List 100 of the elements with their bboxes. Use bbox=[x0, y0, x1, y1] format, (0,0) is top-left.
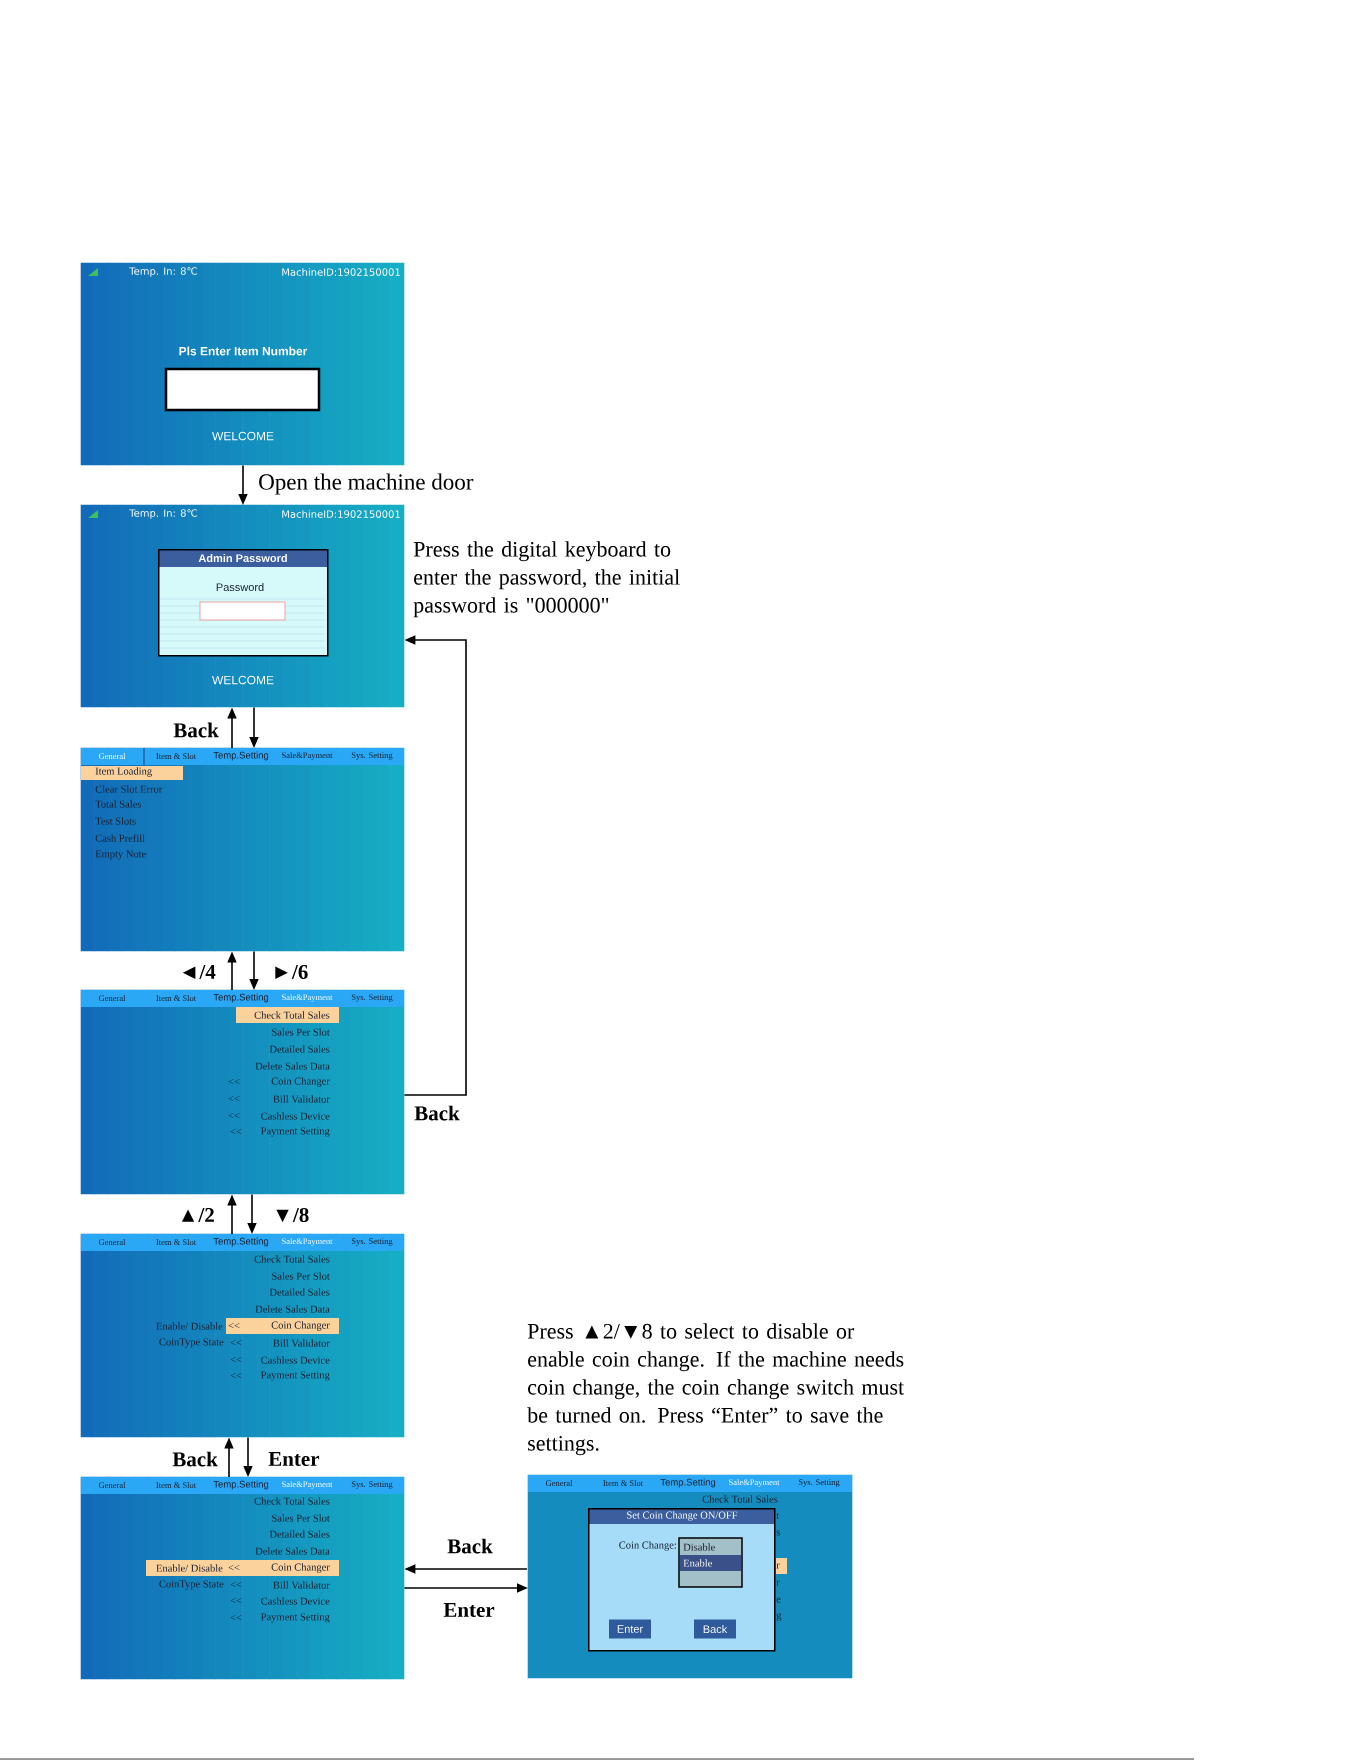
menu-item: Sales Per Slot bbox=[272, 1514, 330, 1522]
note-text: Press ▲2/▼8 to select to disable or enable coin change. If the machine needs coin change, the coin change switch must be turned on. Press “Enter” to save the settings. bbox=[527, 1323, 905, 1456]
submenu-marker: << bbox=[230, 1357, 242, 1363]
note-text: Press the digital keyboard to enter the password, the initial password is "000000" bbox=[413, 541, 680, 618]
menu-item: Coin Changer bbox=[271, 1077, 330, 1087]
edge-label: ▼/8 bbox=[276, 1207, 309, 1223]
menu-item: Cashless Device bbox=[261, 1597, 330, 1605]
tab-label: General bbox=[545, 1480, 573, 1486]
menu-item: Delete Sales Data bbox=[255, 1547, 330, 1555]
status-text: Temp. In: 8℃ bbox=[129, 267, 198, 277]
partial-menu-text: e bbox=[776, 1597, 781, 1603]
menu-item: Detailed Sales bbox=[269, 1530, 330, 1538]
menu-item: Coin Changer bbox=[271, 1563, 330, 1573]
list-option: Enable bbox=[683, 1559, 712, 1567]
dialog-title: Admin Password bbox=[198, 553, 287, 563]
edge-label: Enter bbox=[268, 1452, 320, 1466]
prompt-text: Pls Enter Item Number bbox=[179, 346, 308, 356]
edge-label: Open the machine door bbox=[259, 473, 474, 495]
partial-menu-text: s bbox=[776, 1530, 780, 1536]
tab-label: Item & Slot bbox=[156, 753, 196, 759]
tab-label: Sys. Setting bbox=[351, 1481, 393, 1489]
menu-item: Check Total Sales bbox=[254, 1255, 330, 1263]
tab-label: Item & Slot bbox=[156, 1239, 196, 1245]
welcome-text: WELCOME bbox=[212, 431, 274, 441]
menu-item: Test Slots bbox=[95, 817, 136, 825]
tab-label: Temp.Setting bbox=[660, 1478, 716, 1488]
status-text: MachineID:1902150001 bbox=[282, 510, 400, 518]
edge-label: ▲/2 bbox=[181, 1207, 214, 1223]
tab-label: Temp.Setting bbox=[213, 1237, 269, 1247]
edge-label: Enter bbox=[443, 1603, 495, 1617]
partial-menu-text: r bbox=[776, 1563, 780, 1569]
arrow bbox=[403, 635, 467, 1096]
submenu-marker: << bbox=[230, 1129, 242, 1135]
edge-label: Back bbox=[414, 1105, 460, 1121]
menu-item: Cashless Device bbox=[261, 1112, 330, 1120]
partial-menu-text: r bbox=[776, 1580, 780, 1586]
list-option: Disable bbox=[683, 1543, 715, 1551]
tab-label: Sale&Payment bbox=[282, 1238, 333, 1246]
partial-menu-text: g bbox=[776, 1613, 782, 1621]
edge-label: ◄/4 bbox=[182, 964, 216, 980]
menu-item: Bill Validator bbox=[273, 1095, 330, 1103]
option-label: Enable/ Disable bbox=[156, 1564, 223, 1572]
menu-item: Bill Validator bbox=[273, 1581, 330, 1589]
menu-item: Bill Validator bbox=[273, 1339, 330, 1347]
edge-label: ►/6 bbox=[275, 964, 308, 980]
tab-label: General bbox=[98, 753, 126, 759]
menu-item: Sales Per Slot bbox=[272, 1028, 330, 1036]
tab-label: Sale&Payment bbox=[282, 1481, 333, 1489]
submenu-marker: << bbox=[228, 1079, 240, 1085]
option-label: CoinType State bbox=[159, 1580, 224, 1590]
submenu-marker: << bbox=[230, 1598, 242, 1604]
menu-item: Check Total Sales bbox=[254, 1011, 330, 1019]
submenu-marker: << bbox=[228, 1113, 240, 1119]
tab-label: General bbox=[98, 995, 126, 1001]
field-label: Coin Change: bbox=[619, 1541, 676, 1551]
tab-label: Sys. Setting bbox=[798, 1479, 840, 1487]
menu-item: Detailed Sales bbox=[269, 1045, 330, 1053]
menu-item: Payment Setting bbox=[261, 1613, 330, 1623]
tab-label: Temp.Setting bbox=[213, 993, 269, 1003]
tab-label: Sale&Payment bbox=[282, 994, 333, 1002]
submenu-marker: << bbox=[228, 1323, 240, 1329]
tab-label: Temp.Setting bbox=[213, 1480, 269, 1490]
tab-label: General bbox=[98, 1482, 126, 1488]
menu-item: Cashless Device bbox=[261, 1356, 330, 1364]
submenu-marker: << bbox=[228, 1096, 240, 1102]
menu-item: Sales Per Slot bbox=[272, 1272, 330, 1280]
submenu-marker: << bbox=[228, 1565, 240, 1571]
edge-label: Back bbox=[447, 1538, 493, 1554]
tab-label: Sys. Setting bbox=[351, 752, 393, 760]
option-label: CoinType State bbox=[159, 1338, 224, 1348]
field-label: Password bbox=[216, 582, 264, 592]
submenu-marker: << bbox=[230, 1582, 242, 1588]
status-text: Temp. In: 8℃ bbox=[129, 509, 198, 519]
menu-item: Empty Note bbox=[95, 850, 146, 860]
dialog-title: Set Coin Change ON/OFF bbox=[627, 1511, 738, 1521]
tab-label: Item & Slot bbox=[603, 1480, 643, 1486]
tab-label: General bbox=[98, 1239, 126, 1245]
submenu-marker: << bbox=[230, 1373, 242, 1379]
menu-item: Detailed Sales bbox=[269, 1288, 330, 1296]
status-text: MachineID:1902150001 bbox=[282, 268, 400, 276]
tab-label: Sys. Setting bbox=[351, 1238, 393, 1246]
menu-item: Coin Changer bbox=[271, 1321, 330, 1331]
menu-item: Check Total Sales bbox=[254, 1497, 330, 1505]
menu-item: Payment Setting bbox=[261, 1127, 330, 1137]
option-label: Enable/ Disable bbox=[156, 1322, 223, 1330]
menu-item: Delete Sales Data bbox=[255, 1305, 330, 1313]
tab-label: Sale&Payment bbox=[729, 1479, 780, 1487]
tab-label: Item & Slot bbox=[156, 995, 196, 1001]
menu-item: Payment Setting bbox=[261, 1371, 330, 1381]
menu-item: Delete Sales Data bbox=[255, 1062, 330, 1070]
edge-label: Back bbox=[173, 722, 219, 738]
submenu-marker: << bbox=[230, 1340, 242, 1346]
tab-label: Sale&Payment bbox=[282, 752, 333, 760]
menu-item: Check Total Sales bbox=[702, 1495, 778, 1503]
tab-label: Sys. Setting bbox=[351, 994, 393, 1002]
tab-label: Temp.Setting bbox=[213, 751, 269, 761]
menu-item: Cash Prefill bbox=[95, 834, 145, 842]
menu-item: Item Loading bbox=[95, 767, 152, 777]
welcome-text: WELCOME bbox=[212, 675, 274, 685]
menu-item: Total Sales bbox=[95, 800, 142, 808]
